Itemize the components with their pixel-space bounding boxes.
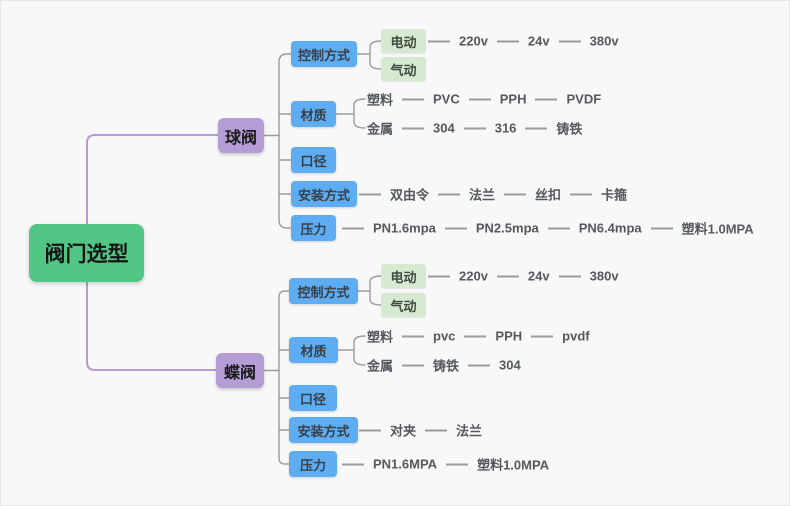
chain-connector-dash: [342, 463, 364, 465]
category-node-ball-installation[interactable]: 安装方式: [291, 181, 357, 207]
chain-item[interactable]: 铸铁: [556, 121, 583, 137]
chain-item[interactable]: PVC: [433, 91, 460, 107]
chain-connector-dash: [496, 40, 519, 42]
chain-connector-dash: [428, 40, 450, 42]
branch-connectors: [263, 40, 382, 465]
chain-row-ball-plastic: 塑料 PVC PPH PVDF: [367, 90, 601, 109]
chain-connector-dash: [535, 98, 558, 100]
chain-item[interactable]: pvc: [433, 328, 456, 344]
chain-item[interactable]: 金属: [367, 358, 394, 374]
chain-item[interactable]: 双由令: [390, 187, 430, 203]
chain-connector-dash: [496, 275, 519, 277]
chain-connector-dash: [650, 227, 673, 229]
chain-row-butterfly-pressure: PN1.6MPA 塑料1.0MPA: [342, 455, 549, 474]
chain-connector-dash: [359, 429, 381, 431]
chain-connector-dash: [558, 275, 581, 277]
chain-connector-dash: [402, 127, 425, 129]
chain-connector-dash: [342, 227, 364, 229]
chain-item[interactable]: 220v: [459, 33, 488, 49]
chain-item[interactable]: 380v: [589, 268, 619, 284]
chain-connector-dash: [531, 335, 554, 337]
chain-connector-dash: [463, 127, 486, 129]
subnode-butterfly-electric[interactable]: 电动: [381, 264, 426, 288]
root-node-valve-selection[interactable]: 阀门选型: [29, 224, 144, 282]
subnode-butterfly-pneumatic[interactable]: 气动: [381, 293, 426, 317]
chain-connector-dash: [464, 335, 487, 337]
chain-item[interactable]: 304: [499, 357, 521, 373]
chain-row-ball-installation: 双由令 法兰 丝扣 卡箍: [359, 185, 627, 204]
chain-connector-dash: [446, 463, 469, 465]
chain-item[interactable]: PVDF: [566, 91, 602, 107]
chain-connector-dash: [428, 275, 450, 277]
chain-item[interactable]: PN1.6mpa: [373, 220, 436, 236]
chain-item[interactable]: 对夹: [390, 423, 417, 439]
chain-connector-dash: [558, 40, 581, 42]
category-node-butterfly-installation[interactable]: 安装方式: [289, 417, 358, 443]
chain-item[interactable]: 金属: [367, 121, 394, 137]
chain-item[interactable]: 塑料1.0MPA: [681, 221, 754, 237]
category-node-ball-diameter[interactable]: 口径: [291, 147, 336, 173]
chain-row-ball-electric: 220v 24v 380v: [428, 34, 619, 49]
subnode-ball-pneumatic[interactable]: 气动: [381, 57, 426, 81]
category-node-butterfly-control-method[interactable]: 控制方式: [289, 278, 358, 304]
chain-row-butterfly-metal: 金属 铸铁 304: [367, 356, 521, 375]
chain-item[interactable]: 铸铁: [433, 358, 460, 374]
chain-connector-dash: [402, 335, 425, 337]
chain-item[interactable]: PN2.5mpa: [475, 220, 539, 236]
category-node-ball-material[interactable]: 材质: [291, 101, 336, 127]
chain-item[interactable]: 塑料1.0MPA: [477, 457, 550, 473]
chain-item[interactable]: PPH: [495, 328, 523, 344]
branch-node-ball-valve[interactable]: 球阀: [218, 118, 264, 153]
chain-item[interactable]: 316: [494, 120, 517, 136]
category-node-butterfly-pressure[interactable]: 压力: [289, 451, 337, 477]
chain-row-butterfly-installation: 对夹 法兰: [359, 421, 482, 440]
chain-item[interactable]: 304: [433, 120, 455, 136]
root-connectors: [86, 134, 219, 371]
chain-item[interactable]: 380v: [589, 33, 619, 49]
chain-item[interactable]: 220v: [459, 268, 488, 284]
chain-row-ball-pressure: PN1.6mpa PN2.5mpa PN6.4mpa 塑料1.0MPA: [342, 219, 754, 238]
chain-item[interactable]: PPH: [499, 91, 527, 107]
chain-connector-dash: [438, 193, 461, 195]
chain-item[interactable]: 法兰: [469, 187, 496, 203]
chain-item[interactable]: 法兰: [456, 423, 483, 439]
category-node-ball-pressure[interactable]: 压力: [291, 215, 336, 241]
chain-connector-dash: [359, 193, 381, 195]
chain-item[interactable]: PN1.6MPA: [373, 456, 438, 472]
category-node-butterfly-material[interactable]: 材质: [289, 337, 338, 363]
chain-connector-dash: [402, 98, 425, 100]
chain-item[interactable]: 丝扣: [535, 187, 562, 203]
chain-connector-dash: [402, 364, 425, 366]
chain-item[interactable]: 塑料: [367, 92, 394, 108]
category-node-butterfly-diameter[interactable]: 口径: [289, 385, 337, 411]
chain-item[interactable]: 24v: [527, 33, 550, 49]
chain-item[interactable]: PN6.4mpa: [578, 220, 642, 236]
chain-item[interactable]: 卡箍: [601, 187, 628, 203]
chain-connector-dash: [504, 193, 527, 195]
subnode-ball-electric[interactable]: 电动: [381, 29, 426, 53]
chain-item[interactable]: 塑料: [367, 329, 394, 345]
chain-connector-dash: [570, 193, 593, 195]
category-node-ball-control-method[interactable]: 控制方式: [291, 41, 357, 67]
chain-connector-dash: [525, 127, 548, 129]
chain-row-ball-metal: 金属 304 316 铸铁: [367, 119, 582, 138]
chain-connector-dash: [425, 429, 448, 431]
chain-item[interactable]: pvdf: [562, 328, 590, 344]
chain-row-butterfly-plastic: 塑料 pvc PPH pvdf: [367, 327, 590, 346]
chain-row-butterfly-electric: 220v 24v 380v: [428, 269, 619, 284]
chain-connector-dash: [547, 227, 570, 229]
chain-connector-dash: [468, 364, 491, 366]
chain-connector-dash: [468, 98, 491, 100]
branch-node-butterfly-valve[interactable]: 蝶阀: [216, 353, 264, 388]
chain-connector-dash: [444, 227, 467, 229]
chain-item[interactable]: 24v: [527, 268, 550, 284]
